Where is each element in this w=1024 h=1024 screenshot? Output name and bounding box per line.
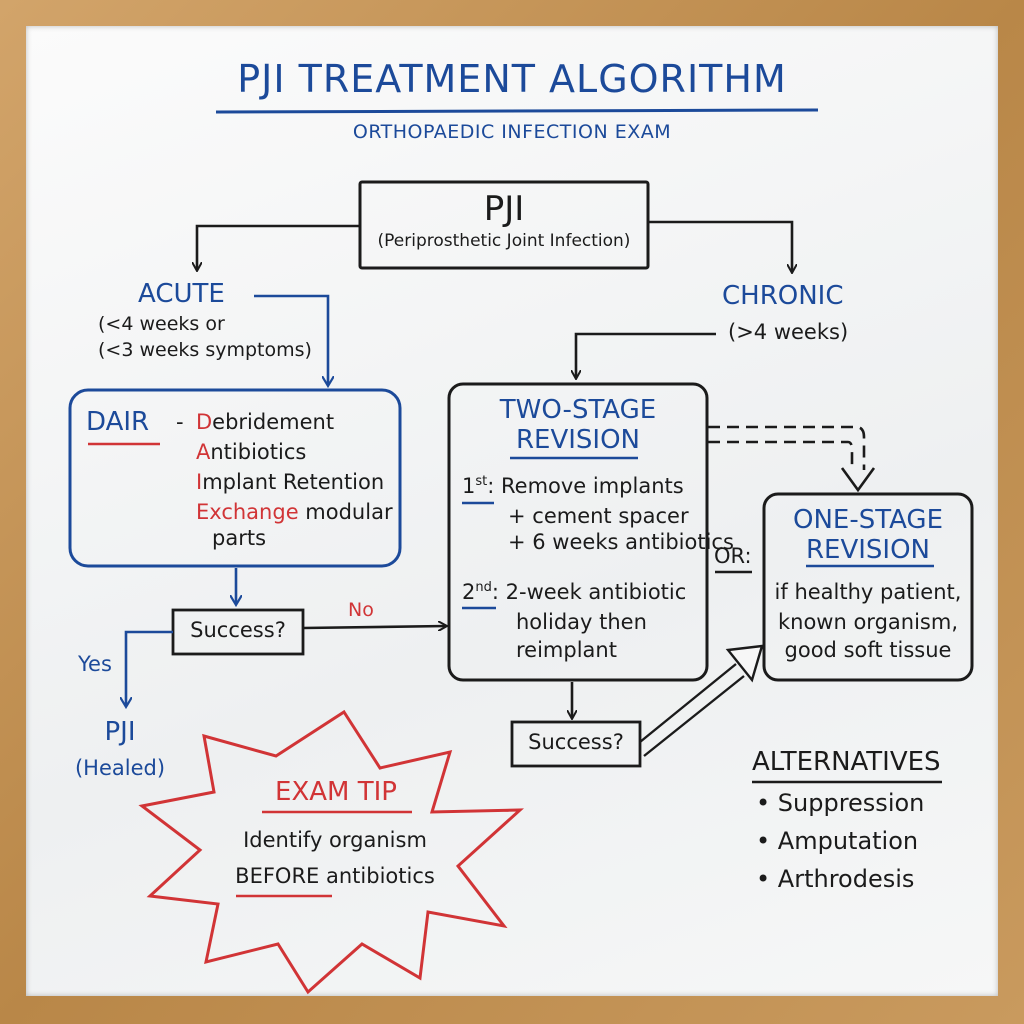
arrow-chronic-to-two-stage [576,332,716,378]
second-stage-line2: holiday then [516,610,647,634]
alternatives-item-amputation: • Amputation [756,827,919,855]
arrow-root-to-acute [197,224,360,270]
dair-box [68,388,402,568]
chronic-label: CHRONIC [722,281,844,311]
arrow-root-to-chronic [648,220,792,272]
dair-dash: - [176,410,184,434]
or-label: OR: [714,544,752,568]
chronic-detail: (>4 weeks) [728,320,849,344]
success1-label: Success? [190,618,286,642]
first-stage-line2: + cement spacer [508,504,689,528]
first-stage-step: 1st: Remove implants [462,474,684,498]
healed-detail: (Healed) [74,756,166,780]
alternatives-item-suppression: • Suppression [756,789,925,817]
one-stage-line1: if healthy patient, [774,580,962,604]
one-stage-box [762,492,974,682]
acute-label: ACUTE [138,279,225,309]
exam-tip-line2: BEFORE antibiotics [235,864,435,888]
acute-line2: (<3 weeks symptoms) [98,339,312,361]
second-stage-line3: reimplant [516,638,617,662]
two-stage-box [447,382,709,682]
dair-item-antibiotics: Antibiotics [196,440,307,464]
arrow-acute-to-dair [254,294,328,385]
alternatives-title: ALTERNATIVES [752,747,941,777]
whiteboard [26,26,998,996]
title-underline [215,108,819,114]
dair-item-debridement: Debridement [196,410,335,434]
second-stage-step: 2nd: 2-week antibiotic [462,580,687,604]
root-label: PJI [483,189,525,229]
healed-label: PJI [104,717,136,747]
one-stage-line3: good soft tissue [784,638,952,662]
alternatives-item-arthrodesis: • Arthrodesis [756,865,915,893]
first-stage-line3: + 6 weeks antibiotics [508,530,734,554]
page-subtitle: ORTHOPAEDIC INFECTION EXAM [352,121,672,143]
two-stage-title1: TWO-STAGE [499,395,657,425]
dair-item-exchange: Exchange modular [196,500,393,524]
root-detail: (Periprosthetic Joint Infection) [377,231,631,251]
two-stage-title2: REVISION [515,425,641,455]
exam-tip-line1: Identify organism [243,828,427,852]
page-title: PJI TREATMENT ALGORITHM [237,57,787,101]
arrow-yes [126,630,173,706]
exam-tip-starburst [138,709,524,995]
exam-tip-title: EXAM TIP [275,777,397,807]
one-stage-line2: known organism, [777,610,958,634]
no-label: No [348,599,374,621]
dashed-arrow-to-one-stage [708,425,866,470]
dair-item-cont: parts [212,526,267,550]
success2-box [510,720,642,768]
one-stage-title1: ONE-STAGE [793,505,943,535]
acute-line1: (<4 weeks or [98,313,225,335]
arrow-no [302,626,446,628]
one-stage-title2: REVISION [805,535,931,565]
dair-item-implant-retention: Implant Retention [196,470,385,494]
arrow-success-to-one-stage [639,663,745,757]
success2-label: Success? [528,730,624,754]
dair-acronym: DAIR [86,407,150,437]
yes-label: Yes [78,652,112,676]
